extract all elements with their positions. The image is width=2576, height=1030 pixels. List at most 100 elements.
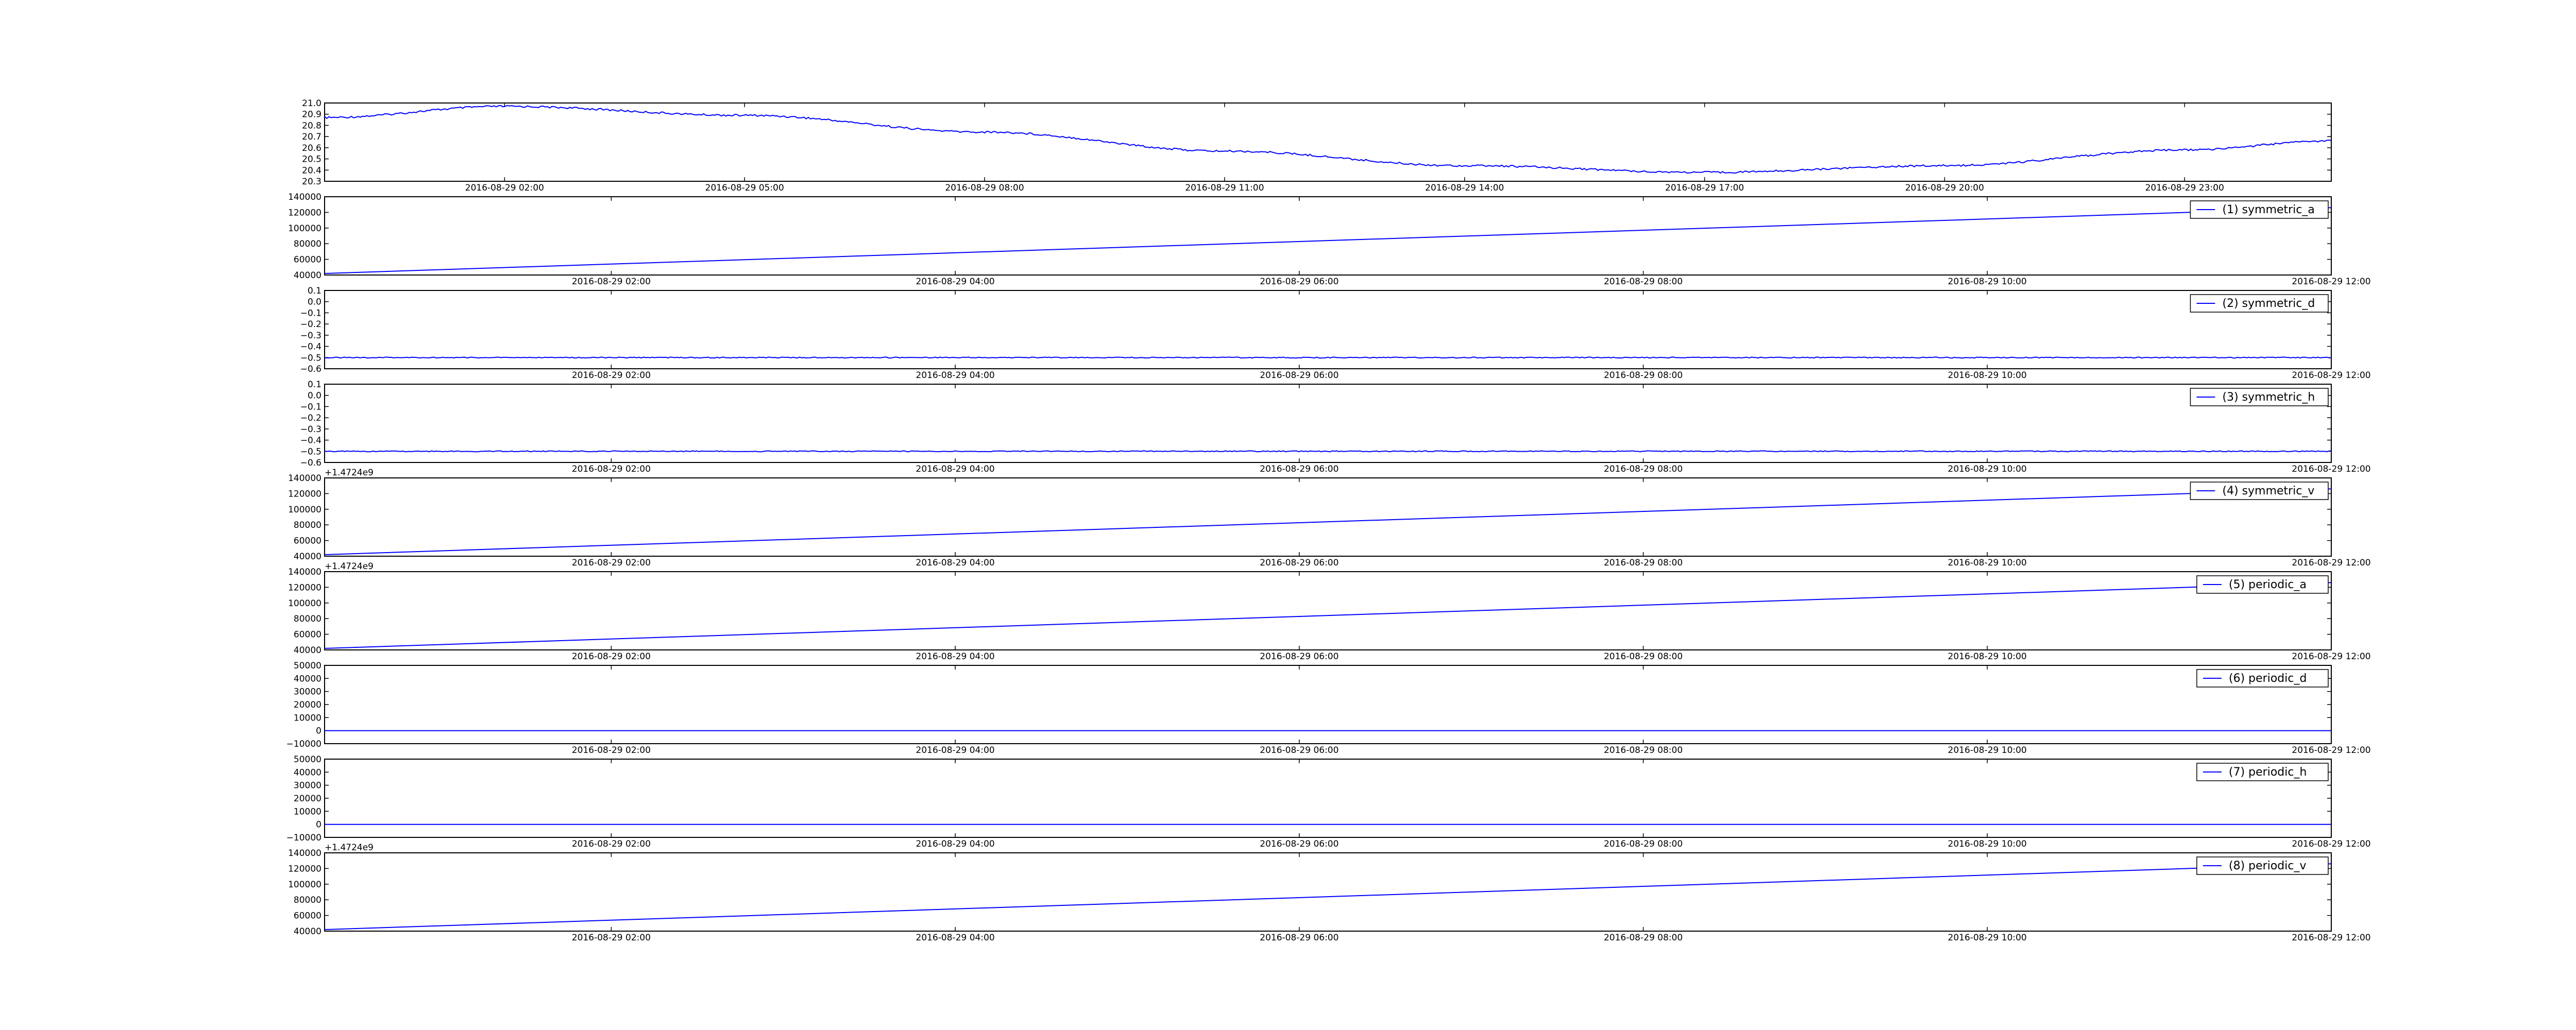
y-tick-label: 100000 [288,598,321,609]
y-tick-label: 20.4 [302,165,321,176]
x-tick-label: 2016-08-29 06:00 [1260,933,1338,943]
y-tick-label: 80000 [294,520,321,530]
y-tick-label: 100000 [288,880,321,890]
x-tick-label: 2016-08-29 17:00 [1665,183,1744,193]
x-tick-label: 2016-08-29 06:00 [1260,651,1338,662]
x-tick-label: 2016-08-29 08:00 [1604,933,1683,943]
x-tick-label: 2016-08-29 08:00 [1604,839,1683,849]
series-line-1 [324,356,2332,359]
x-tick-label: 2016-08-29 08:00 [1604,558,1683,568]
y-tick-label: −0.1 [300,402,321,412]
x-tick-label: 2016-08-29 04:00 [916,839,995,849]
legend: (7) periodic_h [2196,763,2329,781]
y-tick-label: −0.3 [300,424,321,435]
panel-9: 4000060000800001000001200001400002016-08… [288,843,2371,943]
y-tick-label: 50000 [294,754,321,765]
series-line-1 [324,863,2332,930]
legend: (3) symmetric_h [2190,388,2329,406]
y-tick-label: −0.2 [300,319,321,330]
axes-frame [324,196,2332,276]
y-tick-label: 40000 [294,645,321,656]
series-line-1 [324,488,2332,555]
y-tick-label: 40000 [294,552,321,562]
y-tick-label: −0.5 [300,353,321,363]
legend-label: (8) periodic_v [2229,860,2306,872]
series-line-1 [324,450,2332,453]
x-tick-label: 2016-08-29 04:00 [916,277,995,287]
x-tick-label: 2016-08-29 04:00 [916,651,995,662]
y-tick-label: 40000 [294,767,321,778]
y-tick-label: 60000 [294,536,321,546]
y-tick-label: 0.0 [308,297,321,307]
y-tick-label: 20000 [294,700,321,710]
x-tick-label: 2016-08-29 11:00 [1185,183,1264,193]
x-tick-label: 2016-08-29 10:00 [1948,277,2027,287]
series-line-1 [324,105,2332,174]
legend-label: (6) periodic_d [2229,672,2307,685]
y-tick-label: 120000 [288,208,321,218]
x-tick-label: 2016-08-29 04:00 [916,370,995,381]
x-tick-label: 2016-08-29 02:00 [572,464,651,474]
y-tick-label: 40000 [294,674,321,684]
y-tick-label: −0.5 [300,447,321,457]
x-tick-label: 2016-08-29 02:00 [572,839,651,849]
y-tick-label: −0.3 [300,331,321,341]
x-tick-label: 2016-08-29 20:00 [1905,183,1984,193]
y-tick-label: 80000 [294,239,321,249]
y-tick-label: 21.0 [302,98,321,109]
panel-3: −0.6−0.5−0.4−0.3−0.2−0.10.00.12016-08-29… [300,286,2371,381]
x-tick-label: 2016-08-29 12:00 [2292,651,2370,662]
x-tick-label: 2016-08-29 08:00 [1604,464,1683,474]
legend: (5) periodic_a [2196,575,2329,594]
x-tick-label: 2016-08-29 12:00 [2292,370,2370,381]
y-tick-label: −0.4 [300,342,321,352]
y-tick-label: −0.6 [300,364,321,374]
axes-frame [324,852,2332,932]
x-tick-label: 2016-08-29 06:00 [1260,277,1338,287]
x-tick-label: 2016-08-29 02:00 [572,370,651,381]
y-tick-label: −0.6 [300,458,321,468]
legend: (2) symmetric_d [2190,294,2329,313]
x-tick-label: 2016-08-29 10:00 [1948,464,2027,474]
y-tick-label: 120000 [288,864,321,874]
y-tick-label: 140000 [288,567,321,577]
y-offset-label: +1.4724e9 [325,561,374,572]
y-offset-label: +1.4724e9 [325,468,374,478]
y-tick-label: 30000 [294,781,321,791]
y-tick-label: 10000 [294,806,321,817]
legend: (4) symmetric_v [2190,482,2329,500]
x-tick-label: 2016-08-29 04:00 [916,558,995,568]
x-tick-label: 2016-08-29 23:00 [2145,183,2224,193]
x-tick-label: 2016-08-29 02:00 [465,183,544,193]
axes-frame [324,759,2332,838]
x-tick-label: 2016-08-29 02:00 [572,558,651,568]
y-tick-label: 20.5 [302,154,321,165]
x-tick-label: 2016-08-29 10:00 [1948,745,2027,756]
x-tick-label: 2016-08-29 05:00 [705,183,784,193]
y-tick-label: 80000 [294,614,321,624]
legend-label: (3) symmetric_h [2223,391,2315,404]
x-tick-label: 2016-08-29 04:00 [916,464,995,474]
axes-frame [324,290,2332,369]
y-tick-label: 100000 [288,224,321,234]
x-tick-label: 2016-08-29 02:00 [572,277,651,287]
x-tick-label: 2016-08-29 12:00 [2292,839,2370,849]
legend-label: (1) symmetric_a [2223,203,2315,216]
x-tick-label: 2016-08-29 08:00 [1604,370,1683,381]
y-tick-label: 0 [316,820,321,830]
y-tick-label: 0.1 [308,286,321,296]
x-tick-label: 2016-08-29 12:00 [2292,277,2370,287]
y-tick-label: 140000 [288,473,321,484]
x-tick-label: 2016-08-29 10:00 [1948,839,2027,849]
legend: (8) periodic_v [2196,856,2329,875]
y-tick-label: 60000 [294,911,321,921]
y-tick-label: 20.6 [302,143,321,153]
x-tick-label: 2016-08-29 12:00 [2292,464,2370,474]
x-tick-label: 2016-08-29 12:00 [2292,745,2370,756]
y-tick-label: −10000 [286,739,321,749]
y-tick-label: −0.4 [300,436,321,446]
x-tick-label: 2016-08-29 10:00 [1948,933,2027,943]
y-offset-label: +1.4724e9 [325,843,374,853]
y-tick-label: 10000 [294,713,321,723]
